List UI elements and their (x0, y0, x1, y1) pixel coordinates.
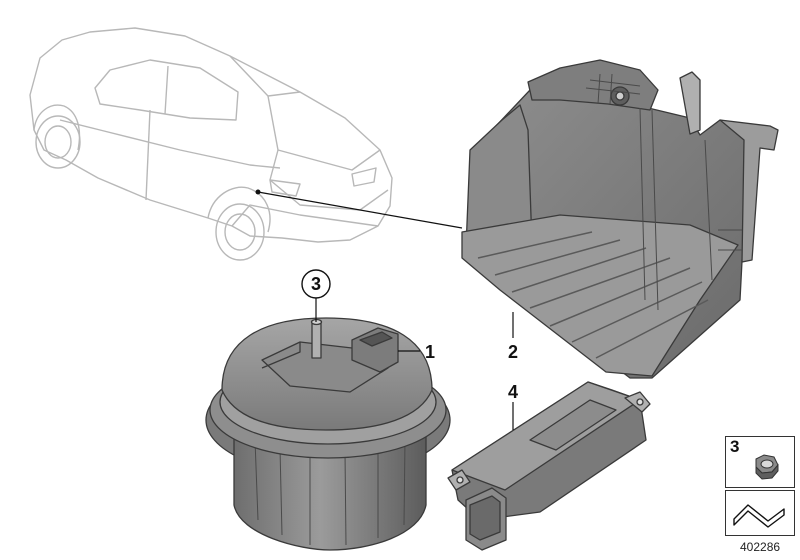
legend-nut-box: 3 (725, 436, 795, 488)
callout-3-label: 3 (311, 274, 321, 294)
callout-3: 3 (301, 269, 331, 322)
callout-4-label: 4 (508, 382, 518, 402)
control-unit-part[interactable] (447, 381, 651, 551)
diagram-id: 402286 (740, 540, 781, 554)
hex-nut-icon (755, 454, 779, 480)
callout-1-label: 1 (425, 342, 435, 362)
location-leader (257, 191, 463, 229)
legend-shim-box (725, 490, 795, 536)
legend-nut-number: 3 (730, 437, 740, 456)
callout-2-label: 2 (508, 342, 518, 362)
vehicle-outline (29, 27, 393, 261)
callout-4: 4 (508, 382, 518, 430)
callout-2: 2 (508, 312, 518, 362)
bracket-part[interactable] (461, 59, 779, 379)
callout-1: 1 (398, 342, 435, 362)
siren-part[interactable] (205, 317, 451, 551)
shim-icon (733, 504, 785, 528)
